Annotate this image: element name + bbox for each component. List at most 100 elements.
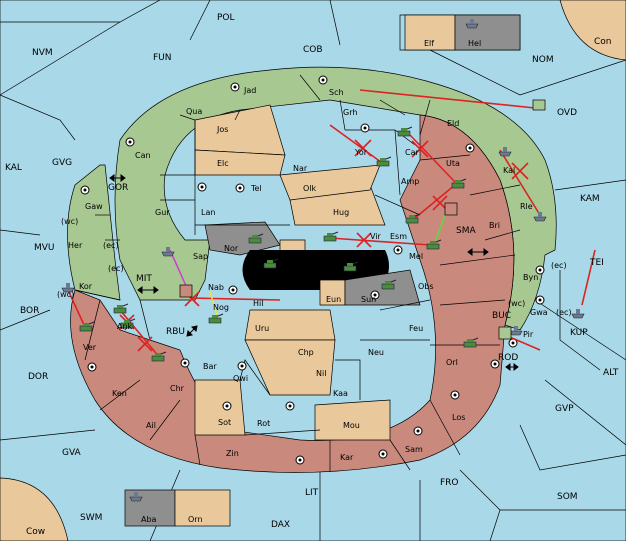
label-nvm: NVM: [32, 48, 53, 58]
label-som: SOM: [557, 492, 578, 502]
label-car: Car: [405, 148, 419, 157]
tank-icon: [120, 318, 136, 329]
label-bri: Bri: [489, 221, 500, 230]
label-lan: Lan: [201, 208, 215, 217]
label-qua: Qua: [186, 107, 202, 116]
label-jos: Jos: [216, 125, 228, 134]
label-eld: Eld: [447, 119, 459, 128]
units: [61, 19, 585, 502]
supply-center-icon: [370, 290, 380, 300]
province-aba[interactable]: [124, 489, 176, 527]
move-arrow: [414, 184, 456, 219]
label-pol: POL: [217, 13, 235, 23]
label-ver: Ver: [83, 343, 97, 352]
label-web: Web: [286, 273, 303, 282]
province-orn[interactable]: [174, 489, 231, 527]
sea-connectors: [109, 174, 519, 371]
label-nab: Nab: [208, 283, 224, 292]
label-wc-kor: (wc): [57, 290, 74, 299]
label-sun: Sun: [361, 295, 376, 304]
tank-icon: [376, 156, 392, 167]
label-rle: Rle: [520, 202, 533, 211]
supply-center-icon: [87, 362, 97, 372]
support-arrow: [169, 249, 188, 289]
label-bar: Bar: [203, 362, 217, 371]
move-arrow: [499, 149, 541, 216]
supply-center-icon: [490, 359, 500, 369]
label-hug: Hug: [333, 208, 349, 217]
label-alt: ALT: [603, 368, 619, 378]
label-sch: Sch: [329, 88, 344, 97]
label-vir: Vir: [370, 232, 382, 241]
label-sam: Sam: [405, 445, 423, 454]
label-kaa: Kaa: [333, 389, 348, 398]
supply-center-icon: [228, 285, 238, 295]
dislodged-unit-icon: [444, 202, 458, 216]
tank-icon: [463, 337, 479, 348]
label-ost: Ost: [316, 257, 330, 266]
supply-center-icon: [285, 401, 295, 411]
label-qwi: Qwi: [233, 374, 248, 383]
label-esm: Esm: [390, 232, 407, 241]
province-chp[interactable]: [244, 339, 336, 396]
supply-center-icon: [318, 75, 328, 85]
province-hel[interactable]: [454, 14, 521, 51]
tank-icon: [323, 231, 339, 242]
label-ail: Ail: [146, 421, 156, 430]
label-nom: NOM: [532, 55, 554, 65]
label-ec-byn: (ec): [551, 261, 567, 270]
supply-center-icon: [237, 361, 247, 371]
ship-icon: [161, 247, 175, 257]
label-kor: Kor: [79, 282, 93, 291]
tank-icon: [405, 213, 421, 224]
label-chp: Chp: [298, 348, 314, 357]
move-arrow: [581, 249, 596, 306]
label-kal-land: Kal: [503, 166, 515, 175]
label-elc: Elc: [217, 159, 229, 168]
label-rot: Rot: [257, 419, 270, 428]
label-kal: KAL: [5, 163, 22, 173]
label-elf: Elf: [424, 39, 434, 48]
label-gva: GVA: [62, 448, 82, 458]
label-can: Can: [135, 151, 151, 160]
move-arrow: [329, 237, 431, 246]
label-dax: DAX: [271, 520, 290, 530]
province-mou[interactable]: [314, 399, 391, 441]
province-labels: POL NVM FUN COB NOM Con Elf Hel OVD KAL …: [5, 13, 619, 537]
label-gvp: GVP: [555, 404, 574, 414]
label-tei: TEI: [589, 258, 604, 268]
label-mvu: MVU: [34, 243, 55, 253]
supply-center-icon: [180, 358, 190, 368]
label-aba: Aba: [141, 515, 157, 524]
label-jad: Jad: [243, 86, 256, 95]
label-mit: MIT: [136, 274, 152, 284]
ship-icon: [61, 283, 75, 293]
label-ec-kor: (ec): [108, 264, 124, 273]
label-lit: LIT: [305, 488, 319, 498]
ship-icon: [533, 212, 547, 222]
label-rbu: RBU: [166, 327, 185, 337]
label-gaw: Gaw: [85, 202, 103, 211]
label-kup: KUP: [570, 328, 588, 338]
supply-center-icon: [413, 426, 423, 436]
label-ovd: OVD: [557, 108, 577, 118]
supply-center-icon: [295, 455, 305, 465]
dislodged-unit-icon: [179, 284, 193, 298]
label-her: Her: [68, 241, 83, 250]
label-sma: SMA: [456, 226, 476, 236]
province-olk[interactable]: [279, 164, 381, 201]
label-nog: Nog: [213, 303, 229, 312]
province-borders: [74, 74, 521, 472]
supply-centers: [80, 75, 545, 465]
tank-icon: [451, 178, 467, 189]
ship-icon: [571, 309, 585, 319]
label-sot: Sot: [218, 418, 231, 427]
supply-center-icon: [197, 182, 207, 192]
label-hil: Hil: [253, 299, 263, 308]
supply-center-icon: [450, 390, 460, 400]
label-neu: Neu: [368, 348, 384, 357]
label-los: Los: [452, 413, 465, 422]
label-gwa: Gwa: [530, 308, 548, 317]
